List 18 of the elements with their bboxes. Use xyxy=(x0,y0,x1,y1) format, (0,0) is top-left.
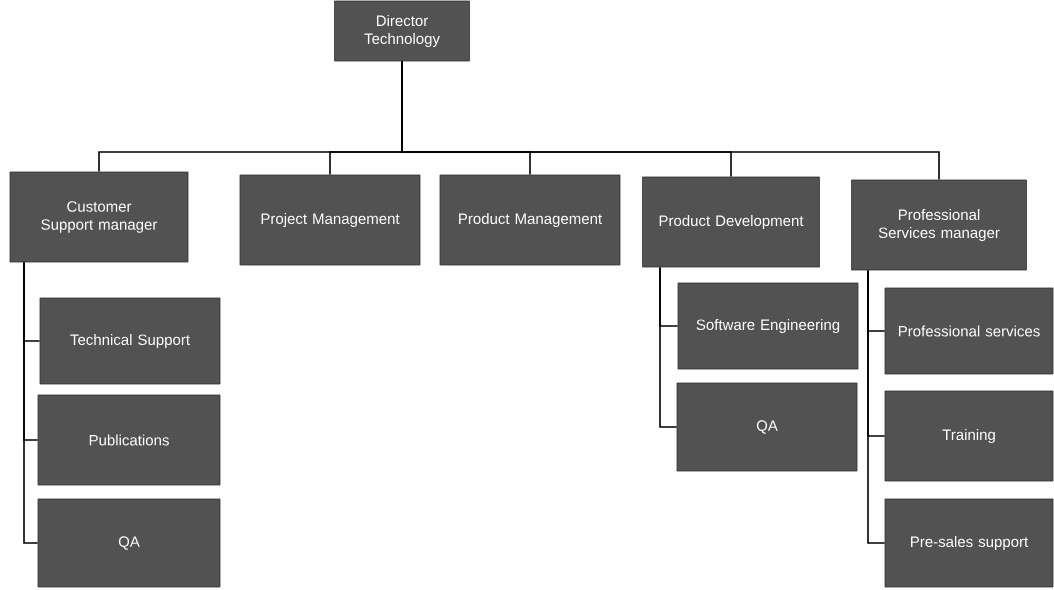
org-box: QA xyxy=(676,382,858,472)
connector-line xyxy=(23,261,39,544)
org-box: Project Management xyxy=(239,174,421,266)
org-box: Professional services xyxy=(884,287,1054,375)
connector-line xyxy=(659,266,678,428)
org-box: Training xyxy=(884,390,1054,482)
org-box: Software Engineering xyxy=(677,282,859,370)
org-box: Director Technology xyxy=(334,0,470,62)
org-box: Customer Support manager xyxy=(9,171,189,263)
connector-line xyxy=(401,60,940,181)
org-box: Product Management xyxy=(439,174,621,266)
org-box: Publications xyxy=(37,394,221,486)
connector-line xyxy=(867,269,886,544)
org-box: Technical Support xyxy=(39,297,221,385)
org-box: QA xyxy=(37,498,221,588)
org-box: Professional Services manager xyxy=(851,179,1027,271)
org-box: Pre-sales support xyxy=(884,498,1054,588)
org-box: Product Development xyxy=(642,176,820,268)
